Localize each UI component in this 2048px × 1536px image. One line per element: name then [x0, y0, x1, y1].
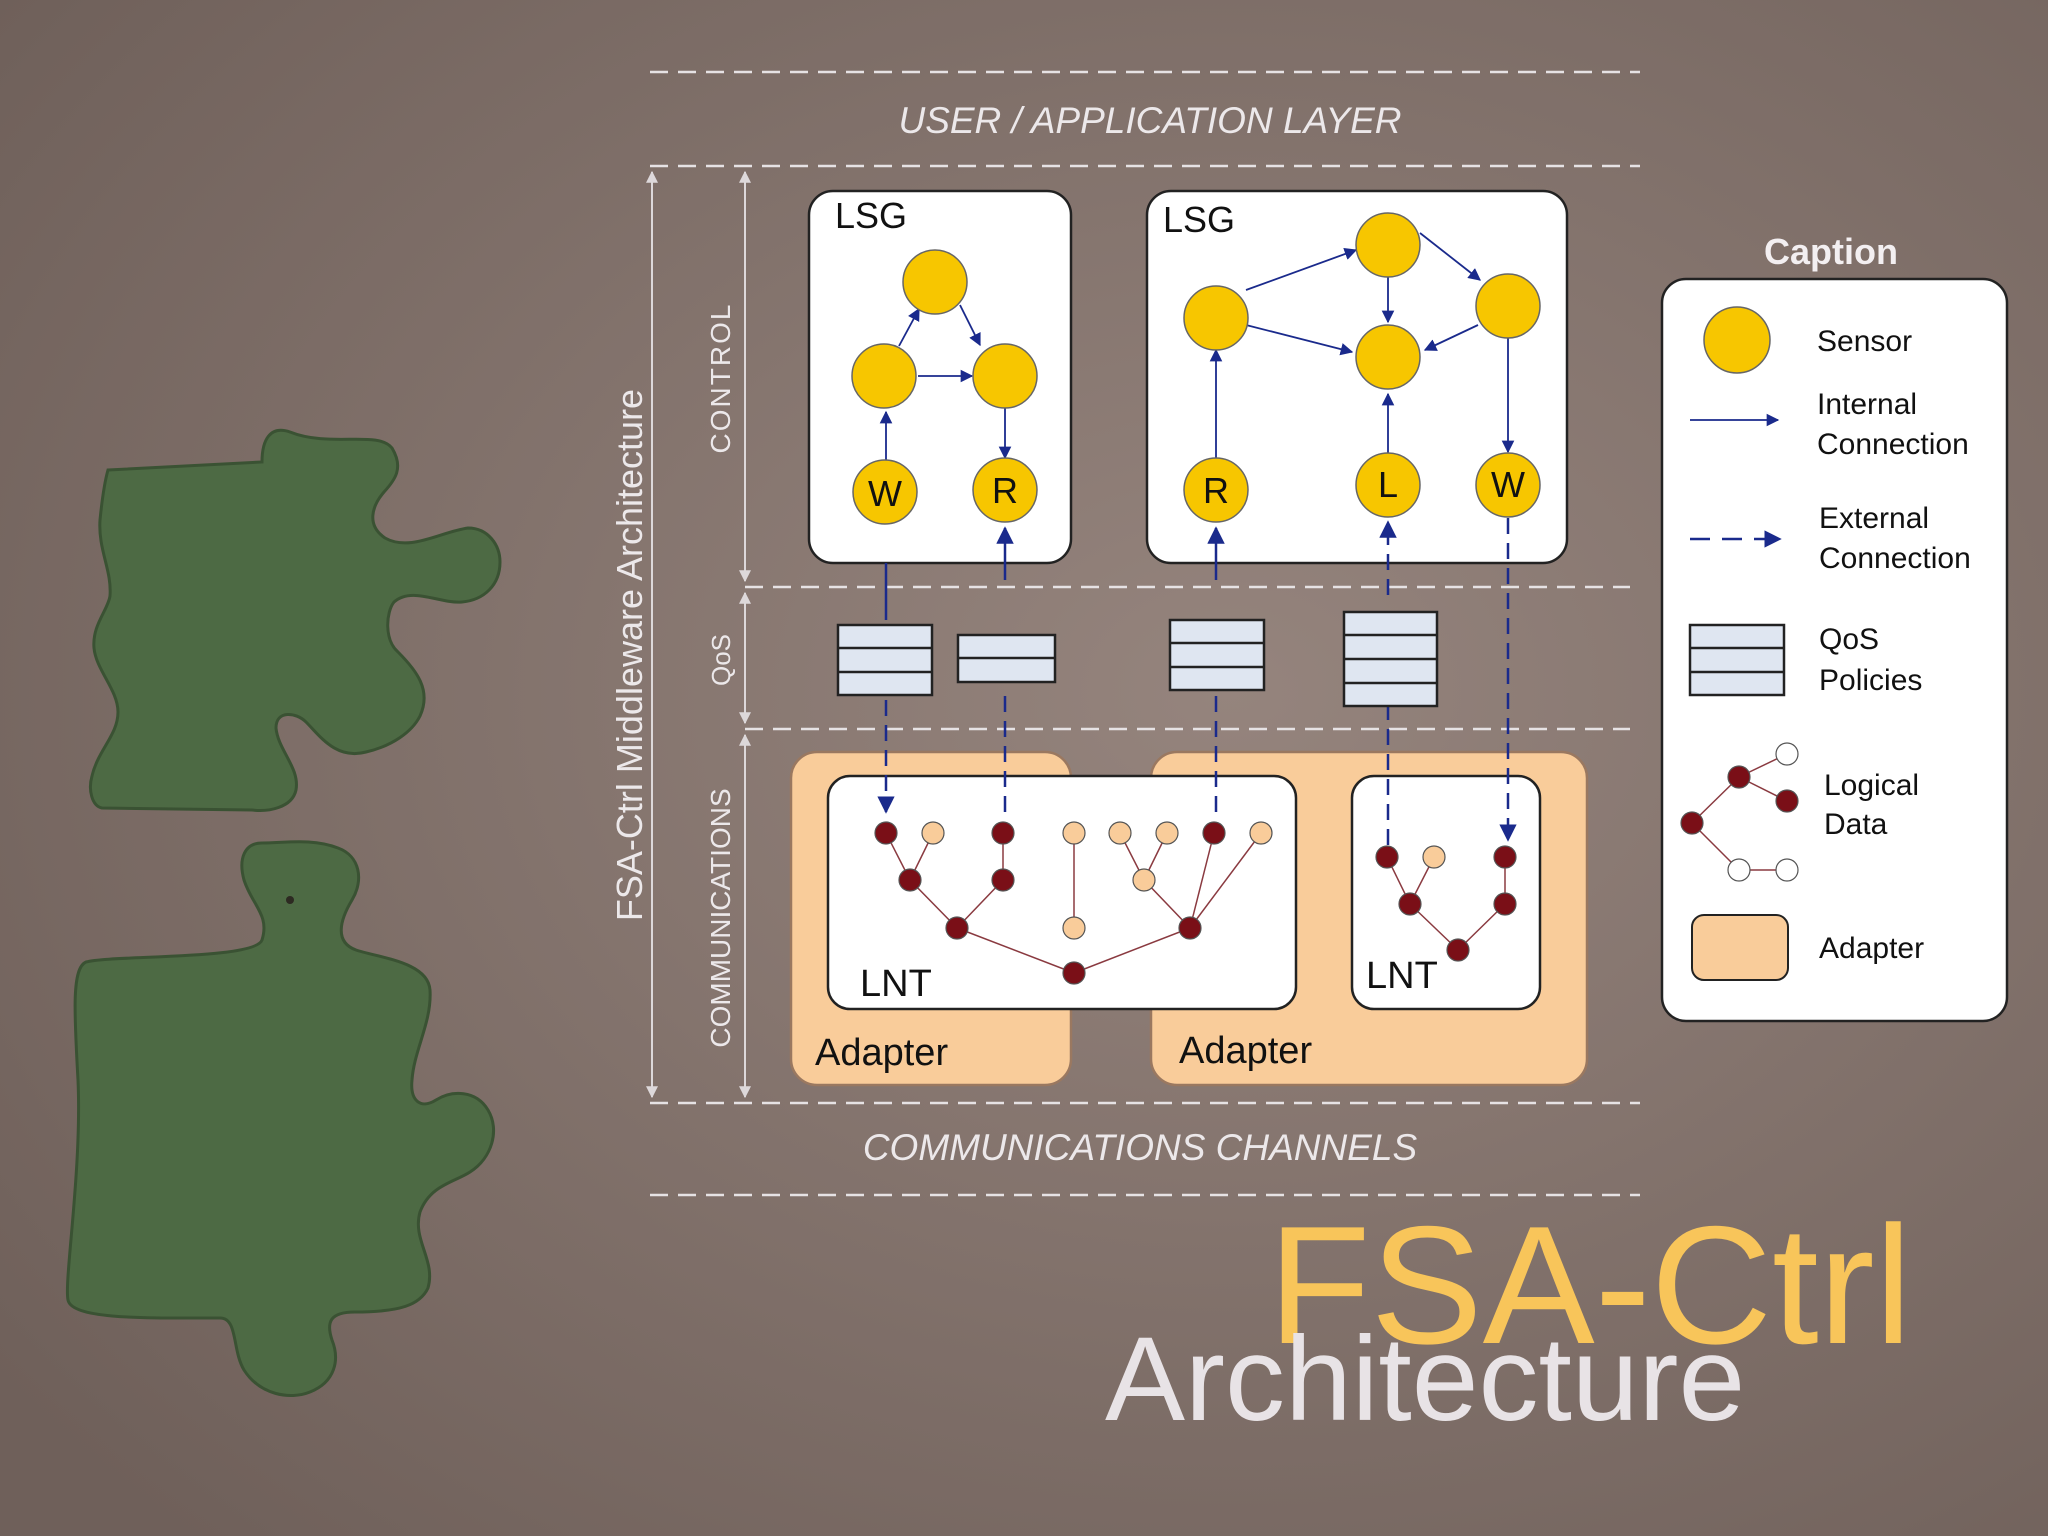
caption-sensor-label: Sensor: [1817, 325, 1912, 358]
qos-vertical-label: QoS: [706, 634, 736, 686]
layer-separators: [650, 70, 1640, 1197]
puzzle-piece-bottom-icon: [65, 840, 496, 1397]
caption-sensor-icon: [1703, 306, 1771, 374]
control-vertical-label: CONTROL: [705, 303, 736, 454]
qos-policy-1: [836, 623, 934, 697]
qos-policy-3: [1168, 618, 1266, 692]
node-w-left: W: [868, 473, 902, 514]
caption-qos-label-1: QoS: [1819, 623, 1879, 656]
user-application-layer-label: USER / APPLICATION LAYER: [898, 100, 1401, 141]
caption-internal-label-1: Internal: [1817, 388, 1917, 421]
sensor-icon: [1355, 324, 1421, 390]
internal-connections: [879, 232, 1515, 462]
caption-adapter-label: Adapter: [1819, 932, 1924, 965]
caption-external-label-1: External: [1819, 502, 1929, 535]
caption-logical-data-icon: [1680, 742, 1799, 882]
node-r-left: R: [992, 470, 1018, 511]
lnt-left-label: LNT: [860, 963, 932, 1005]
sensor-r-right-icon: [1183, 457, 1249, 523]
sensor-w-right-icon: [1475, 452, 1541, 518]
sensor-icon: [902, 249, 968, 315]
sensor-icon: [972, 343, 1038, 409]
caption-logical-label-2: Data: [1824, 808, 1888, 841]
lnt-left-box: LNT: [826, 774, 1298, 1011]
lsg-right-label: LSG: [1163, 199, 1235, 240]
communications-channels-label: COMMUNICATIONS CHANNELS: [863, 1127, 1418, 1168]
puzzle-pieces: [65, 428, 502, 1397]
lsg-right-box: LSG: [1145, 189, 1569, 565]
lsg-left-label: LSG: [835, 195, 907, 236]
caption-qos-icon: [1688, 623, 1786, 697]
sensor-icon: [1355, 212, 1421, 278]
caption-external-label-2: Connection: [1819, 542, 1971, 575]
logical-tree-nodes: [874, 821, 1517, 985]
vertical-brackets: [646, 170, 751, 1099]
caption-adapter-icon: [1691, 914, 1789, 981]
puzzle-piece-top-icon: [88, 428, 502, 812]
lnt-right-label: LNT: [1366, 955, 1438, 997]
sensor-w-left-icon: [852, 459, 918, 525]
sensor-icon: [1183, 285, 1249, 351]
adapter-right-label: Adapter: [1179, 1030, 1312, 1072]
caption-qos-label-2: Policies: [1819, 664, 1922, 697]
qos-policy-2: [956, 633, 1057, 684]
title-sub: Architecture: [1105, 1312, 1745, 1446]
architecture-vertical-label: FSA-Ctrl Middleware Architecture: [609, 389, 650, 921]
communications-vertical-label: COMMUNICATIONS: [705, 788, 736, 1047]
title-main: FSA-Ctrl: [1268, 1191, 1912, 1379]
sensor-l-right-icon: [1355, 452, 1421, 518]
adapter-left-label: Adapter: [815, 1032, 948, 1074]
sensor-icon: [851, 343, 917, 409]
qos-policies: [836, 610, 1439, 708]
external-connections: [877, 518, 1517, 845]
node-l-right: L: [1378, 464, 1398, 505]
caption-logical-label-1: Logical: [1824, 769, 1919, 802]
caption-box: Sensor Internal Connection External Conn…: [1660, 277, 2009, 1023]
node-w-right: W: [1491, 464, 1525, 505]
sensor-icon: [1475, 273, 1541, 339]
sensors: [851, 212, 1541, 525]
caption-internal-label-2: Connection: [1817, 428, 1969, 461]
node-r-right: R: [1203, 470, 1229, 511]
caption-title: Caption: [1764, 231, 1898, 272]
puzzle-speck: [286, 896, 294, 904]
lnt-right-box: LNT: [1350, 774, 1542, 1011]
qos-policy-4: [1342, 610, 1439, 708]
sensor-r-left-icon: [972, 457, 1038, 523]
